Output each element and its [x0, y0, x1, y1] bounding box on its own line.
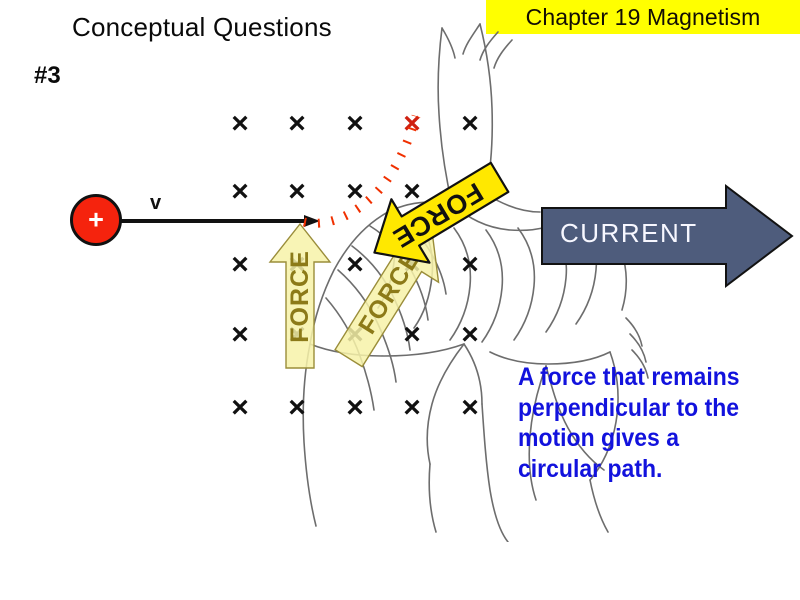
field-x-marker: ×	[346, 391, 364, 424]
field-x-marker: ×	[461, 318, 479, 351]
conclusion-line-4: circular path.	[518, 454, 663, 483]
velocity-arrow	[120, 215, 320, 227]
velocity-label: v	[150, 192, 162, 214]
current-arrow	[541, 184, 794, 288]
field-x-marker: ×	[288, 391, 306, 424]
field-x-marker: ×	[403, 318, 421, 351]
field-x-marker: ×	[231, 318, 249, 351]
field-x-marker-highlighted: ×	[403, 107, 421, 140]
conclusion-line-1: A force that remains	[518, 363, 740, 391]
field-x-marker: ×	[231, 391, 249, 424]
trajectory-dotted-path	[302, 114, 421, 228]
current-arrow-label: CURRENT	[560, 218, 698, 248]
charge-sign: +	[88, 204, 104, 235]
field-x-marker: ×	[231, 248, 249, 281]
field-x-marker: ×	[288, 175, 306, 208]
field-x-marker: ×	[231, 175, 249, 208]
field-x-marker: ×	[288, 107, 306, 140]
page-title: Conceptual Questions	[72, 12, 332, 42]
force-arrow-vertical-label: FORCE	[268, 222, 332, 370]
force-arrow-bright	[373, 161, 510, 264]
positive-charge-particle: +	[70, 194, 122, 246]
conclusion-text: A force that remains perpendicular to th…	[518, 362, 776, 484]
field-x-marker: ×	[231, 107, 249, 140]
field-x-marker: ×	[346, 107, 364, 140]
force-label-text: FORCE	[285, 249, 314, 343]
field-x-marker: ×	[346, 248, 364, 281]
force-arrow-vertical	[268, 222, 332, 369]
field-x-marker: ×	[461, 391, 479, 424]
field-x-marker: ×	[403, 175, 421, 208]
question-number: #3	[34, 62, 61, 89]
field-x-marker: ×	[403, 391, 421, 424]
conclusion-line-3: motion gives a	[518, 424, 680, 452]
field-x-marker: ×	[346, 175, 364, 208]
chapter-banner: Chapter 19 Magnetism	[486, 0, 800, 34]
conclusion-line-2: perpendicular to the	[518, 393, 740, 422]
chapter-banner-label: Chapter 19 Magnetism	[525, 3, 761, 30]
field-x-marker: ×	[461, 107, 479, 140]
field-x-marker: ×	[461, 248, 479, 281]
